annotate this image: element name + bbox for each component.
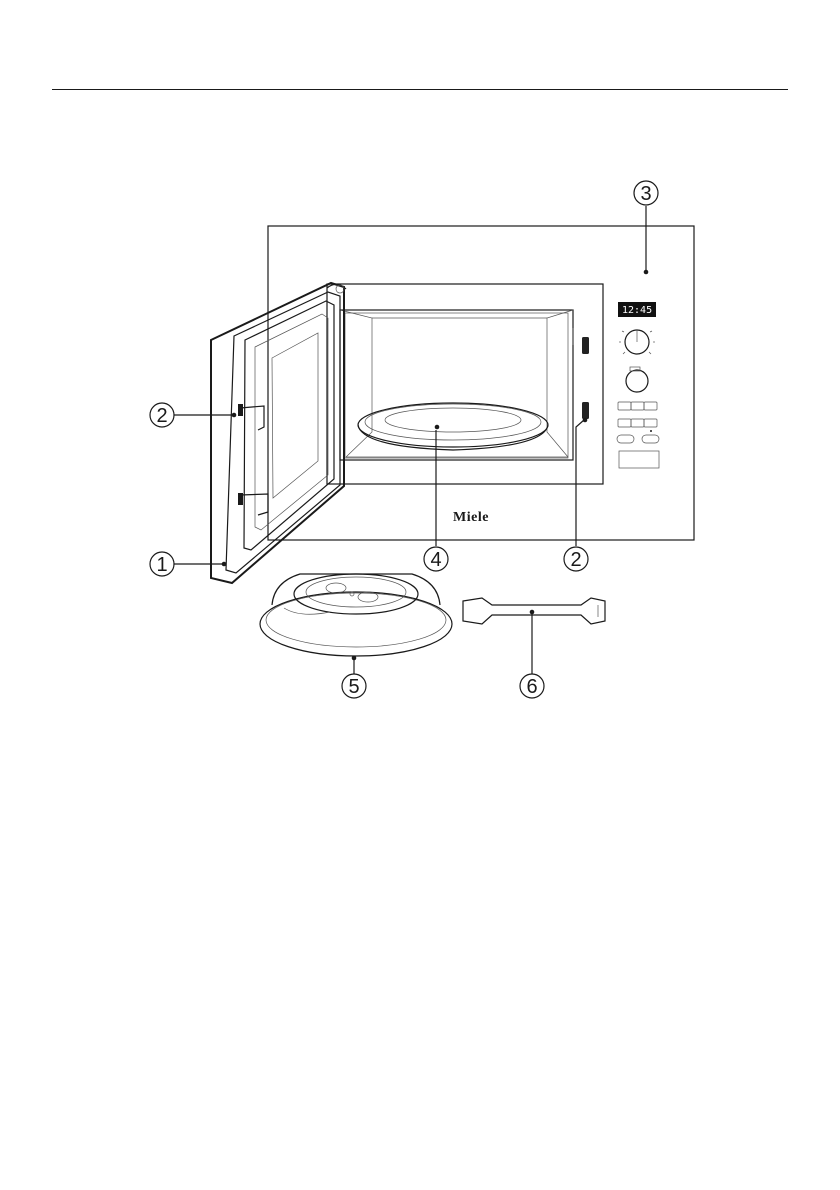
panel-button-3[interactable] [644,402,657,410]
callout-1: 1 [150,552,174,576]
panel-window [619,451,659,468]
panel-button-5[interactable] [631,419,644,427]
door [211,283,346,583]
callout-2-left-label: 2 [156,405,167,427]
callout-3: 3 [634,181,658,205]
callout-4-label: 4 [430,549,441,571]
splatter-cover [260,574,452,656]
callout-6-label: 6 [526,676,537,698]
panel-button-7[interactable] [617,435,634,443]
callout-2-right-label: 2 [570,549,581,571]
panel-button-8[interactable] [642,435,659,443]
display-time: 12:45 [622,305,652,316]
panel-button-2[interactable] [631,402,644,410]
brand-logo: Miele [453,510,489,525]
door-catch-slot-lower [582,402,589,419]
door-catch-slot-upper [582,337,589,354]
callout-2-left: 2 [150,403,174,427]
callout-5: 5 [342,674,366,698]
callout-6: 6 [520,674,544,698]
callout-3-label: 3 [640,183,651,205]
panel-button-6[interactable] [644,419,657,427]
control-panel: 12:45 [617,302,659,468]
turntable [358,403,548,450]
callout-4: 4 [424,547,448,571]
callout-5-label: 5 [348,676,359,698]
microwave-housing: Miele [268,226,694,540]
panel-button-4[interactable] [618,419,631,427]
callout-2-right: 2 [564,547,588,571]
callout-1-label: 1 [156,554,167,576]
panel-button-1[interactable] [618,402,631,410]
start-knob[interactable] [626,370,648,392]
